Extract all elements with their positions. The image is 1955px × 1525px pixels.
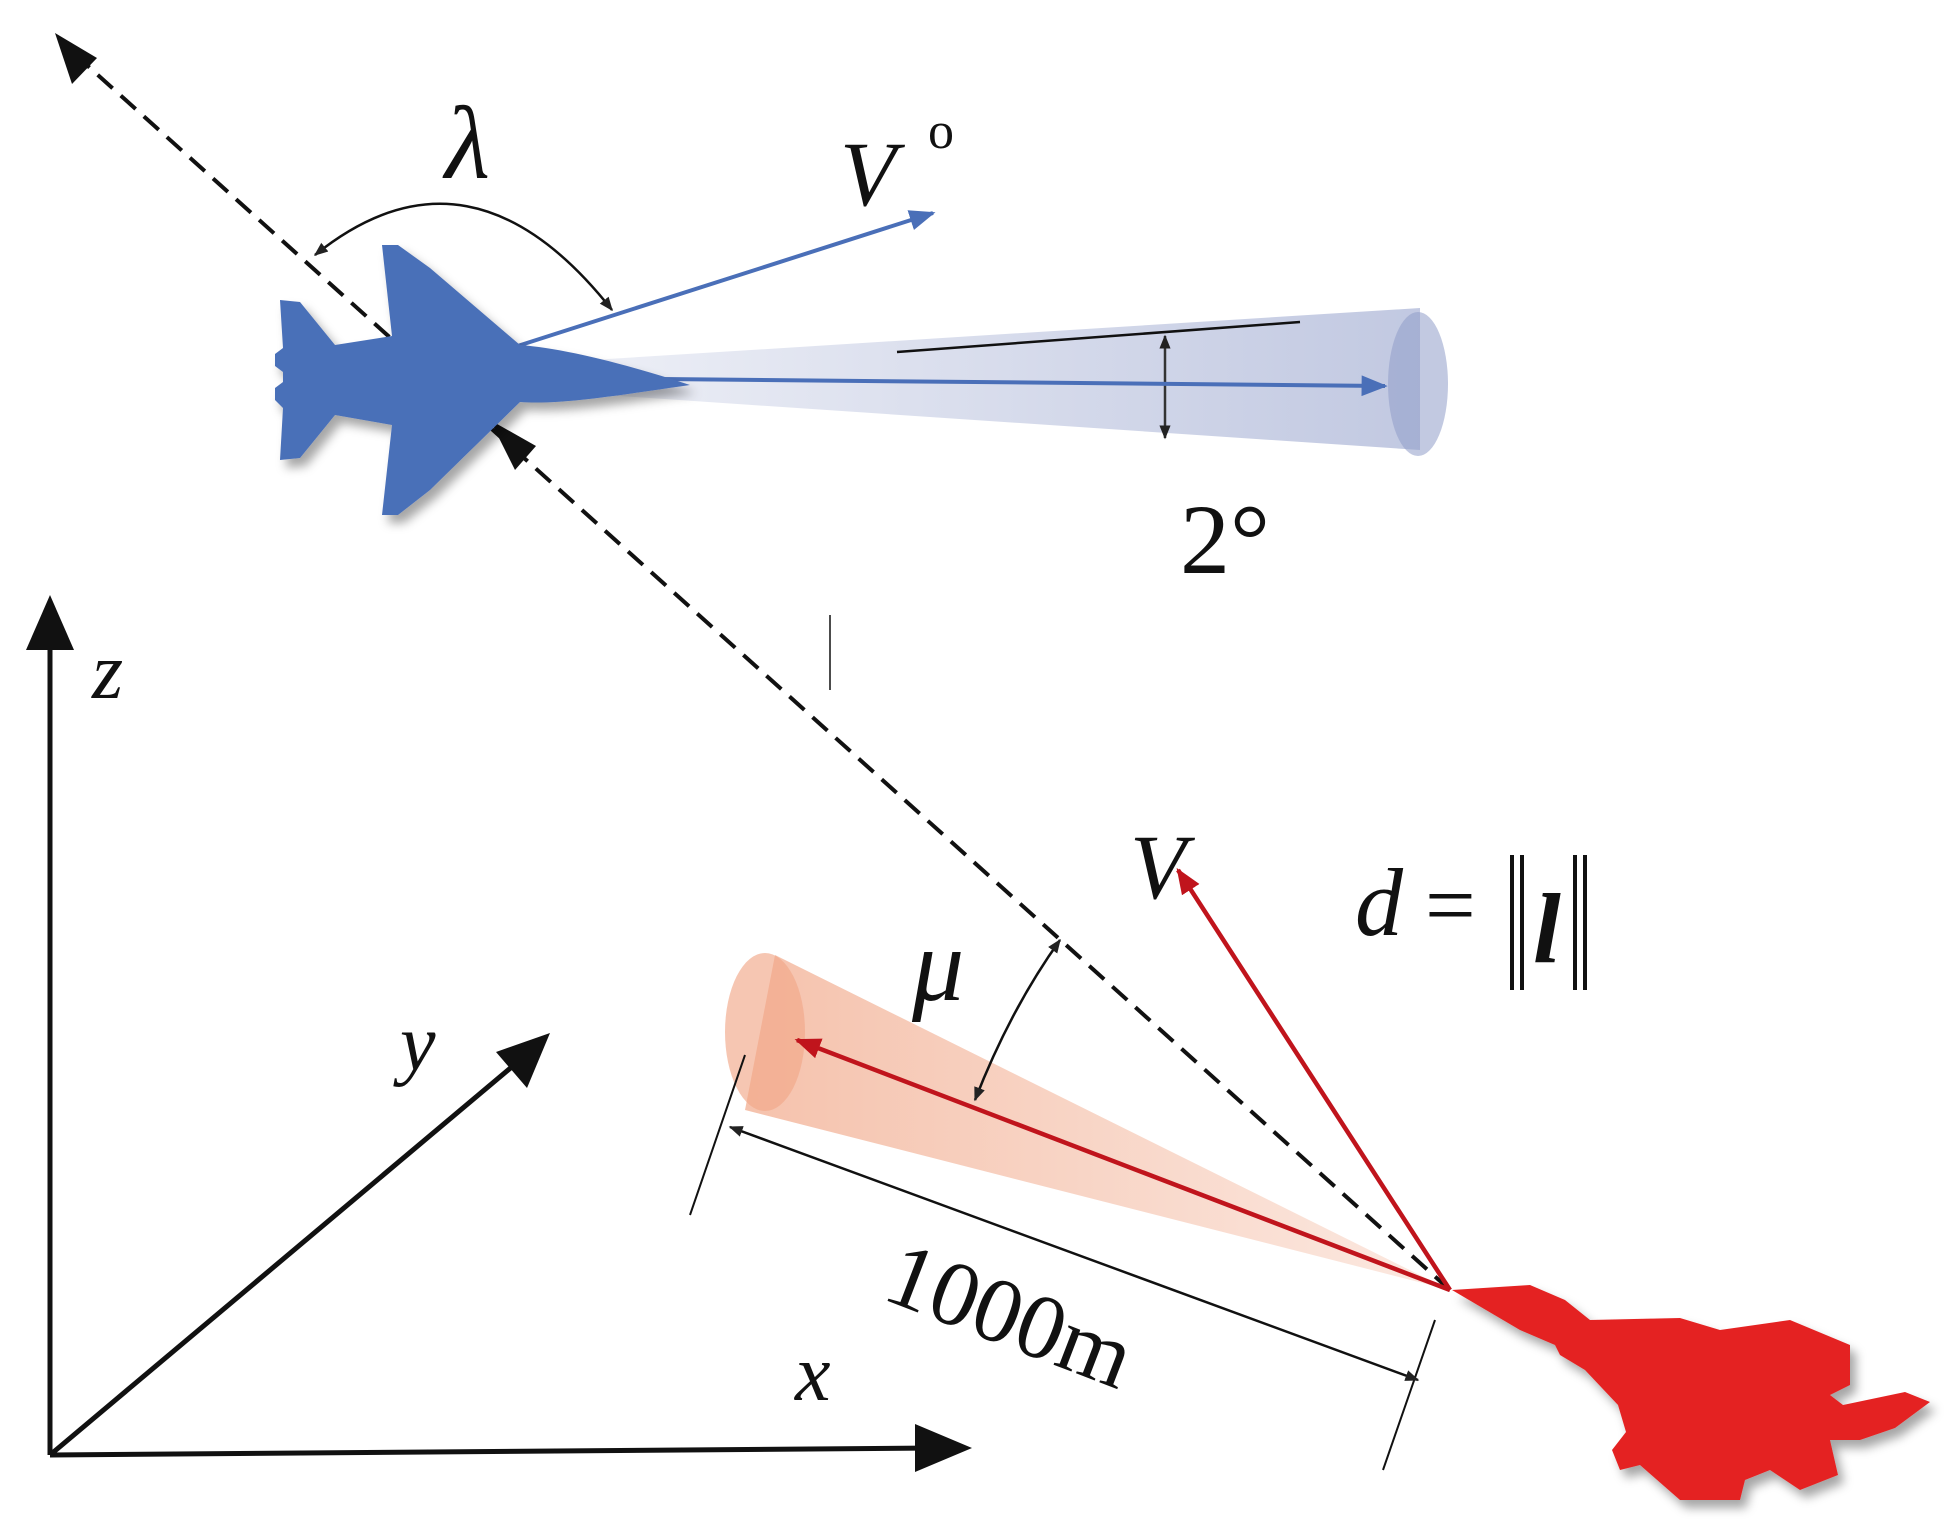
z-axis-label: z <box>91 628 123 716</box>
red-jet-icon <box>1452 1285 1930 1500</box>
line-of-sight <box>55 33 1452 1292</box>
target-velocity-label: V <box>840 123 906 225</box>
cone-angle-label: 2° <box>1180 484 1270 595</box>
distance-formula: d = l <box>1355 849 1587 990</box>
range-label: 1000m <box>873 1221 1148 1408</box>
x-axis-arrowhead <box>915 1424 972 1472</box>
lambda-angle-arc <box>313 202 613 312</box>
line-of-sight-top-arrowhead <box>55 33 97 84</box>
distance-lhs: d <box>1355 849 1404 956</box>
y-axis-arrowhead <box>496 1033 550 1088</box>
target-velocity-vector <box>504 210 936 352</box>
x-axis-line <box>49 1445 936 1458</box>
target-heading-vector <box>559 375 1388 397</box>
line-of-sight-mid-arrowhead <box>490 420 536 470</box>
lambda-label: λ <box>442 86 490 201</box>
y-axis-line <box>48 1058 522 1457</box>
x-axis-label: x <box>794 1330 831 1418</box>
target-cone-base <box>1388 312 1448 456</box>
mu-label: μ <box>911 908 964 1023</box>
blue-jet-icon <box>275 245 690 515</box>
z-axis-arrowhead <box>26 595 74 650</box>
y-axis-label: y <box>393 1000 436 1088</box>
own-cone-base <box>725 953 805 1111</box>
mu-angle-arc <box>973 938 1062 1102</box>
distance-vector: l <box>1533 873 1561 984</box>
target-velocity-superscript: o <box>928 103 954 160</box>
own-heading-vector <box>794 1037 1451 1293</box>
range-dimension <box>689 1054 1436 1471</box>
target-cone <box>560 308 1448 456</box>
own-velocity-label: V <box>1130 816 1196 918</box>
distance-equals: = <box>1425 856 1476 955</box>
